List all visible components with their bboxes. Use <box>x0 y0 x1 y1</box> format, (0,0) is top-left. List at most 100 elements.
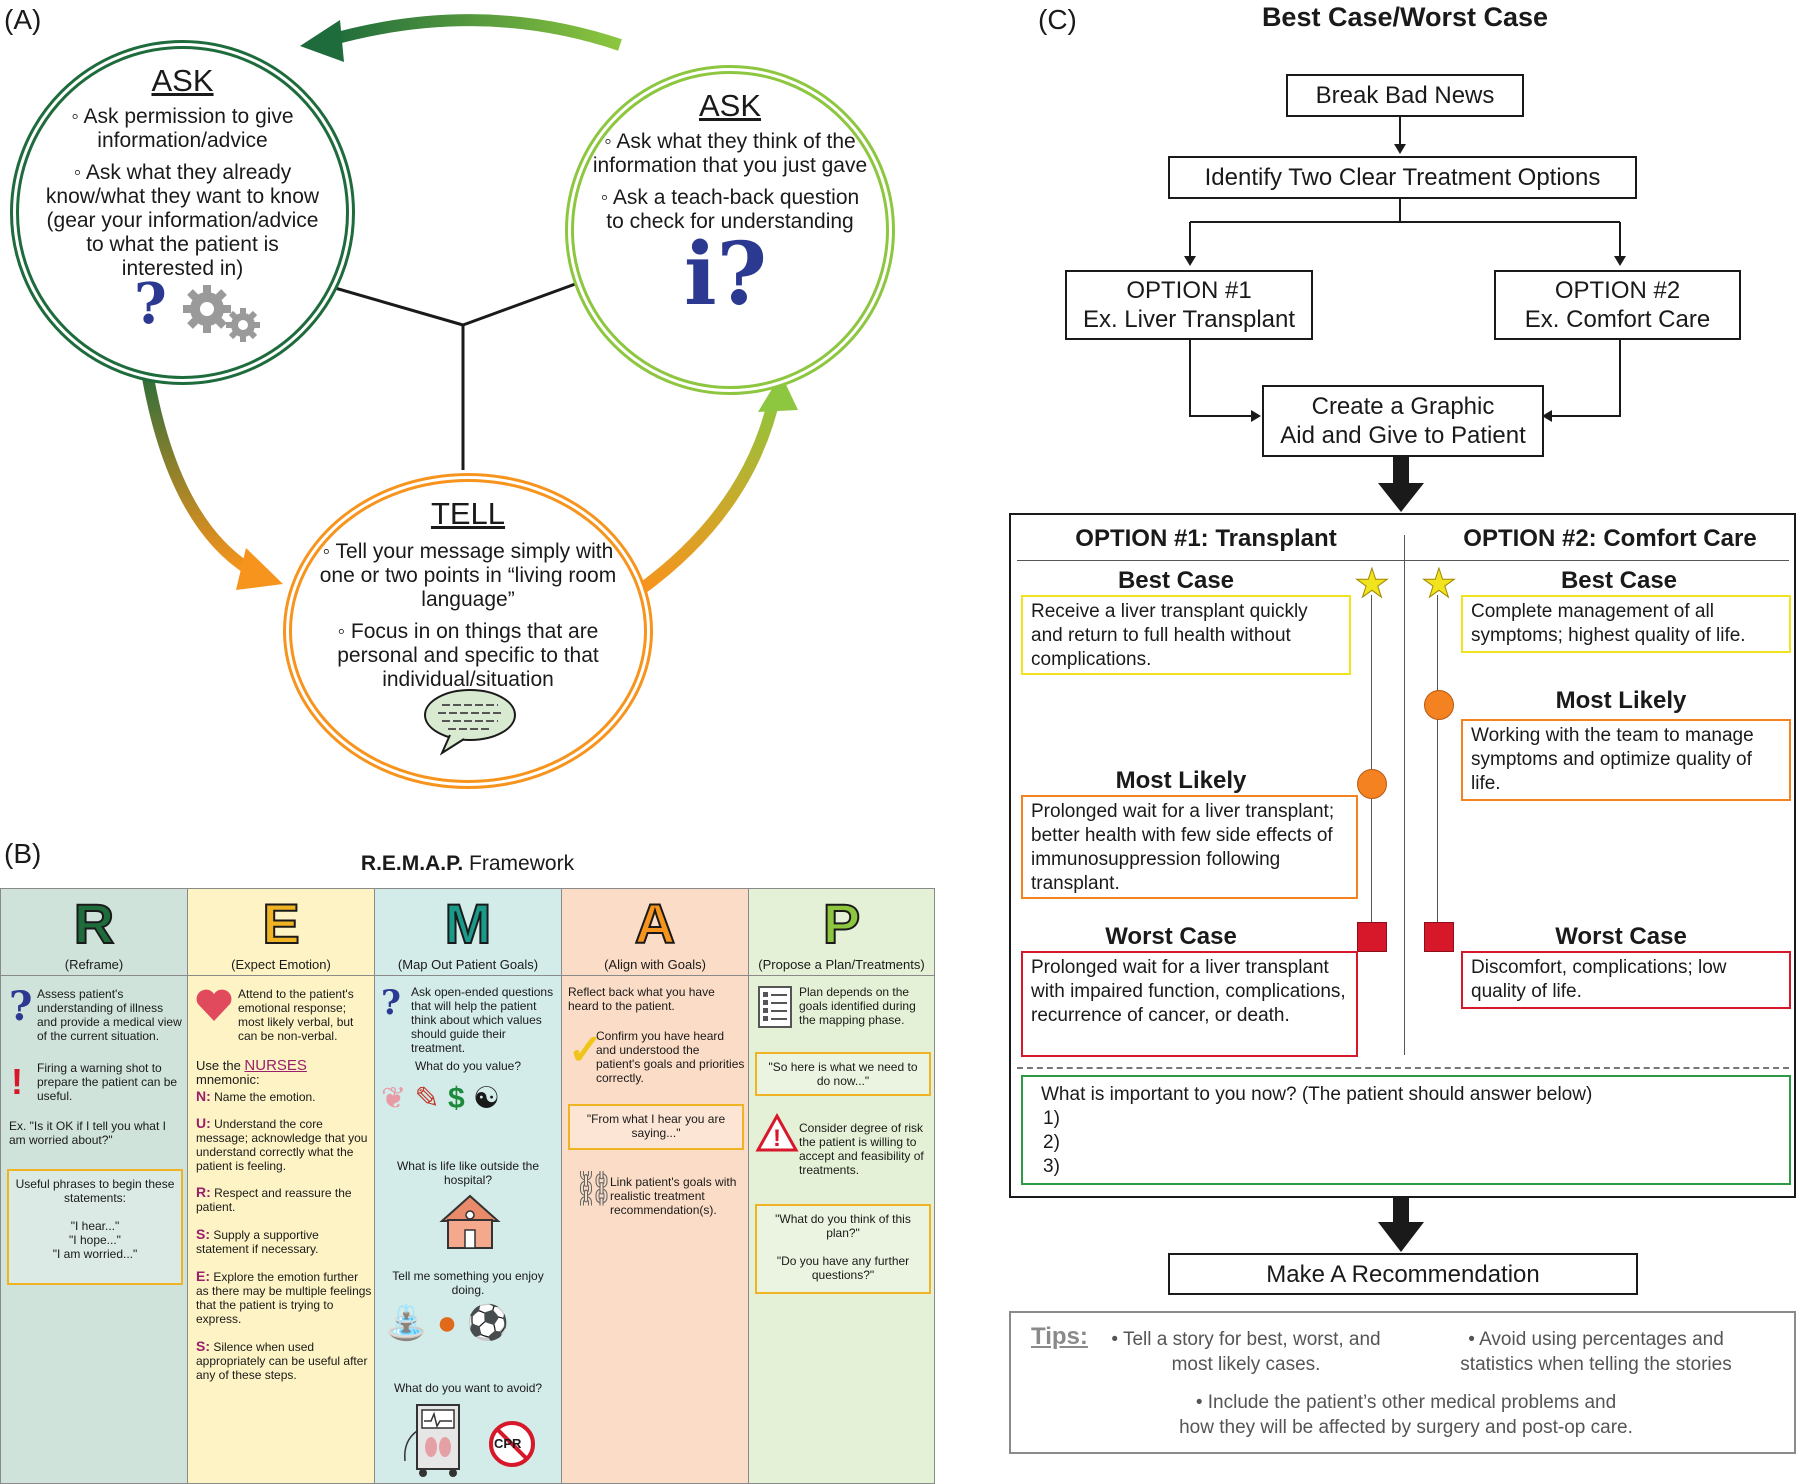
letter-a: A <box>634 892 676 955</box>
nurses-key: S: <box>196 1226 210 1242</box>
option-1-worst-box: Prolonged wait for a liver transplant wi… <box>1021 951 1358 1057</box>
phrase-2: "I hope..." <box>69 1233 121 1247</box>
remap-column-r: R (Reframe) ? Assess patient's understan… <box>0 888 188 1484</box>
nurses-item-e: E: Explore the emotion further as there … <box>196 1269 372 1326</box>
tell-text: ◦ Tell your message simply with one or t… <box>316 540 620 700</box>
column-m-subtitle: (Map Out Patient Goals) <box>397 957 539 972</box>
patient-question: What is important to you now? (The patie… <box>1041 1084 1593 1105</box>
column-r-text-2: Firing a warning shot to prepare the pat… <box>37 1061 178 1103</box>
option-2-likely-heading: Most Likely <box>1555 687 1687 714</box>
tell-title: TELL <box>430 496 506 531</box>
nurses-key: N: <box>196 1088 211 1104</box>
column-p-text-2: Consider degree of risk the patient is w… <box>799 1121 924 1177</box>
panel-a-connectors <box>139 14 798 595</box>
ask-left-circle: ASK ◦ Ask permission to give information… <box>10 40 355 385</box>
column-a-text-3: Link patient's goals with realistic trea… <box>610 1175 737 1217</box>
remap-column-e: E (Expect Emotion) Attend to the patient… <box>187 888 375 1484</box>
nurses-key: S: <box>196 1338 210 1354</box>
letter-r: R <box>73 892 115 955</box>
column-p-phrase-box-1: "So here is what we need to do now..." <box>755 1052 931 1096</box>
column-r-header: R (Reframe) <box>1 889 187 976</box>
remap-title: R.E.M.A.P. Framework <box>0 852 935 876</box>
identify-options-box: Identify Two Clear Treatment Options <box>1168 156 1637 199</box>
tell-circle: TELL ◦ Tell your message simply with one… <box>283 473 653 789</box>
cpr-label: CPR <box>494 1436 522 1451</box>
option-1-best-box: Receive a liver transplant quickly and r… <box>1021 595 1351 675</box>
ask-left-bullet-1: ◦ Ask permission to give information/adv… <box>71 105 294 152</box>
question-life: What is life like outside the hospital? <box>396 1159 540 1187</box>
pencil-icon: ✎ <box>414 1082 440 1115</box>
checkmark-icon: ✓ <box>568 1026 604 1073</box>
answer-1[interactable]: 1) <box>1043 1108 1060 1129</box>
nurses-text: Respect and reassure the patient. <box>196 1186 352 1214</box>
column-p-text-1: Plan depends on the goals identified dur… <box>799 985 916 1027</box>
svg-text:!: ! <box>773 1125 781 1152</box>
ventilator-icon <box>404 1404 460 1477</box>
exclamation-icon: ! <box>11 1061 23 1102</box>
dollar-icon: $ <box>447 1082 465 1115</box>
header-underline <box>1017 560 1789 561</box>
tip-2: • Avoid using percentages and statistics… <box>1431 1327 1761 1377</box>
option-1-worst-heading: Worst Case <box>1105 923 1237 950</box>
phrase-3: "I am worried..." <box>52 1247 138 1261</box>
info-question-icon: i? <box>684 224 768 325</box>
arrow-top-head <box>300 20 344 62</box>
nurses-item-s: S: Supply a supportive statement if nece… <box>196 1227 372 1256</box>
tip-3-line-1: • Include the patient’s other medical pr… <box>1195 1392 1617 1413</box>
tip-1-line-2: most likely cases. <box>1171 1354 1321 1375</box>
tell-bullet-2: ◦ Focus in on things that are personal a… <box>337 620 599 691</box>
column-r-box-title: Useful phrases to begin these statements… <box>15 1177 175 1205</box>
column-m-header: M (Map Out Patient Goals) <box>375 889 561 976</box>
option-2-box: OPTION #2 Ex. Comfort Care <box>1494 270 1741 340</box>
phrase-1: "I hear..." <box>70 1219 120 1233</box>
ask-right-title: ASK <box>698 88 762 123</box>
panel-c-label: (C) <box>1038 4 1077 35</box>
arrow-right <box>636 393 781 595</box>
column-p-box-line-2: "Do you have any further questions?" <box>776 1254 910 1282</box>
center-divider <box>1404 535 1405 1055</box>
option-2-timeline <box>1437 595 1438 935</box>
column-a-text-2: Confirm you have heard and understood th… <box>596 1029 745 1085</box>
warning-triangle-icon: ! <box>755 1113 799 1152</box>
brain-icon: ❦ <box>381 1082 407 1115</box>
answer-3[interactable]: 3) <box>1043 1156 1060 1177</box>
column-e-header: E (Expect Emotion) <box>188 889 374 976</box>
nurses-key: U: <box>196 1115 211 1131</box>
speech-bubble-icon <box>424 689 516 756</box>
answer-2[interactable]: 2) <box>1043 1132 1060 1153</box>
remap-title-rest: Framework <box>463 852 575 875</box>
nurses-text: Name the emotion. <box>214 1090 316 1104</box>
option-2-likely-circle-icon <box>1424 690 1454 720</box>
graphic-aid-line-2: Aid and Give to Patient <box>1280 422 1526 449</box>
option-1-likely-box: Prolonged wait for a liver transplant; b… <box>1021 795 1358 899</box>
column-r-text-3: Ex. "Is it OK if I tell you what I am wo… <box>9 1119 166 1147</box>
question-avoid: What do you want to avoid? <box>393 1381 543 1395</box>
column-p-box-line-1: "What do you think of this plan?" <box>775 1212 911 1240</box>
patient-question-box: What is important to you now? (The patie… <box>1021 1075 1791 1185</box>
tip-3: • Include the patient’s other medical pr… <box>1091 1390 1721 1440</box>
letter-e: E <box>261 892 300 955</box>
no-cpr-icon <box>489 1421 535 1467</box>
recommendation-box: Make A Recommendation <box>1168 1253 1638 1295</box>
question-enjoy: Tell me something you enjoy doing. <box>392 1269 544 1297</box>
column-e-subtitle: (Expect Emotion) <box>231 957 331 972</box>
remap-column-a: A (Align with Goals) Reflect back what y… <box>561 888 749 1484</box>
question-mark-icon: ? <box>9 983 33 1030</box>
ask-right-bullet-2: ◦ Ask a teach-back question to check for… <box>600 186 860 233</box>
checklist-icon <box>758 986 792 1028</box>
option-2-header: OPTION #2: Comfort Care <box>1463 525 1757 552</box>
tip-3-line-2: how they will be affected by surgery and… <box>1179 1417 1633 1438</box>
nurses-item-r: R: Respect and reassure the patient. <box>196 1185 372 1214</box>
option-1-likely-heading: Most Likely <box>1115 767 1247 794</box>
question-mark-icon: ? <box>381 983 401 1023</box>
column-e-text-1: Attend to the patient's emotional respon… <box>238 987 354 1043</box>
column-e-use-line: Use the NURSES mnemonic: <box>196 1058 374 1087</box>
option-2-likely-box: Working with the team to manage symptoms… <box>1461 719 1791 801</box>
column-a-subtitle: (Align with Goals) <box>604 957 706 972</box>
tip-1-line-1: • Tell a story for best, worst, and <box>1111 1329 1381 1350</box>
remap-title-bold: R.E.M.A.P. <box>360 852 464 875</box>
option-2-best-box: Complete management of all symptoms; hig… <box>1461 595 1791 653</box>
column-r-subtitle: (Reframe) <box>64 957 124 972</box>
option-1-best-star-icon: ★ <box>1354 562 1391 607</box>
chain-link-icon: ⛓ <box>572 1170 616 1208</box>
